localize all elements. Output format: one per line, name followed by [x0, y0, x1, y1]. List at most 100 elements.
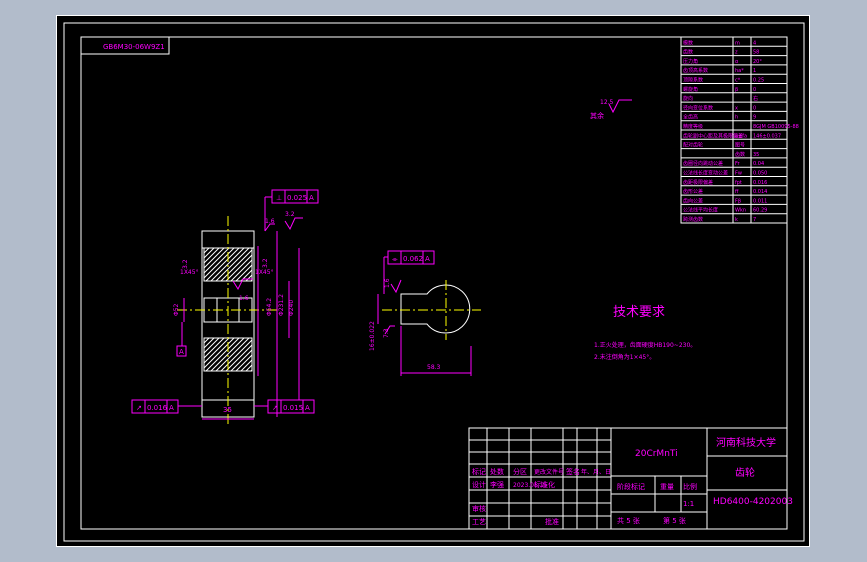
tech-req-item-2: 2.未注倒角为1×45°。 — [594, 353, 655, 361]
param-value: 35 — [753, 152, 759, 158]
svg-text:↗: ↗ — [136, 404, 142, 412]
svg-text:标记: 标记 — [472, 467, 486, 476]
svg-text:A: A — [425, 255, 430, 263]
svg-text:工艺: 工艺 — [472, 518, 486, 526]
svg-text:0.016: 0.016 — [147, 404, 168, 412]
svg-text:设计: 设计 — [472, 480, 486, 489]
svg-text:↗: ↗ — [272, 404, 278, 412]
param-value: 0.050 — [753, 171, 767, 177]
param-label: 配对齿轮 — [683, 142, 703, 149]
svg-text:16±0.022: 16±0.022 — [369, 321, 376, 351]
param-symbol: h — [735, 115, 738, 121]
param-value: 8GJM GB10095-88 — [753, 124, 799, 130]
svg-text:其余: 其余 — [590, 111, 604, 120]
svg-text:58.3: 58.3 — [427, 364, 441, 371]
param-symbol: 齿数 — [735, 151, 745, 158]
svg-text:3.2: 3.2 — [285, 211, 295, 218]
param-label: 精度等级 — [683, 123, 703, 130]
param-label: 螺旋角 — [683, 86, 698, 93]
param-label: 径向变位系数 — [683, 104, 713, 111]
svg-text:A: A — [179, 348, 184, 356]
drawing-id-box — [80, 36, 170, 55]
param-value: 60.29 — [753, 208, 767, 214]
param-label: 全齿高 — [683, 114, 698, 121]
param-symbol: fpt — [735, 180, 742, 186]
param-value: 1 — [753, 68, 756, 74]
param-symbol: β — [735, 87, 738, 93]
param-label: 公法线平均长度 — [683, 207, 718, 214]
param-value: 9 — [753, 115, 756, 121]
svg-text:第 5 张: 第 5 张 — [663, 516, 686, 525]
outer-frame — [63, 22, 805, 542]
param-symbol: Fβ — [735, 198, 741, 204]
svg-text:A: A — [309, 194, 314, 202]
param-value: 0 — [753, 105, 756, 111]
svg-text:7.3: 7.3 — [383, 328, 390, 338]
svg-text:李强: 李强 — [490, 480, 504, 489]
svg-text:分区: 分区 — [513, 467, 527, 476]
svg-text:比例: 比例 — [683, 482, 697, 491]
svg-text:1.6: 1.6 — [265, 218, 275, 225]
param-value: 0.016 — [753, 180, 767, 186]
param-symbol: z — [735, 50, 738, 56]
svg-text:签名: 签名 — [566, 467, 580, 476]
svg-text:0.062: 0.062 — [403, 255, 423, 263]
param-label: 旋向 — [683, 95, 693, 102]
param-label: 齿轮副中心距及其极限偏差 — [683, 132, 743, 139]
param-value: 4 — [753, 40, 756, 46]
svg-text:批准: 批准 — [545, 517, 559, 526]
param-symbol: m — [735, 40, 740, 46]
param-label: 齿顶高系数 — [683, 67, 708, 74]
param-label: 齿向公差 — [683, 197, 703, 204]
param-value: 146±0.037 — [753, 133, 781, 139]
svg-text:Φ54.2: Φ54.2 — [266, 298, 273, 316]
title-block: 20CrMnTi 河南科技大学 齿轮 HD6400-4202003 阶段标记 重… — [468, 427, 793, 530]
svg-text:审核: 审核 — [472, 504, 486, 513]
param-symbol: a±fa — [735, 133, 747, 139]
param-label: 模数 — [683, 39, 693, 46]
param-value: 0.014 — [753, 189, 767, 195]
param-label: 公法线长度变动公差 — [683, 170, 728, 177]
svg-text:0.015: 0.015 — [283, 404, 303, 412]
param-symbol: ff — [735, 189, 739, 195]
param-label: 压力角 — [683, 58, 698, 65]
svg-text:处数: 处数 — [490, 467, 504, 476]
svg-text:12.5: 12.5 — [600, 99, 614, 106]
svg-text:3.2: 3.2 — [262, 258, 269, 268]
param-value: 0.011 — [753, 198, 767, 204]
param-symbol: α — [735, 59, 739, 65]
param-symbol: ha* — [735, 68, 744, 74]
param-symbol: x — [735, 105, 738, 111]
technical-requirements: 技术要求 1.正火处理，齿面硬度HB190~230。 2.未注倒角为1×45°。 — [594, 305, 696, 361]
drawing-id-text: GB6M30-06W9Z1 — [103, 43, 165, 51]
svg-text:标准化: 标准化 — [534, 480, 555, 489]
param-value: 0.25 — [753, 78, 764, 84]
param-value: 右 — [753, 95, 758, 102]
param-value: 0 — [753, 87, 756, 93]
svg-text:A: A — [169, 404, 174, 412]
svg-text:1.6: 1.6 — [384, 278, 391, 288]
width-dim: 35 — [223, 406, 232, 414]
material-text: 20CrMnTi — [635, 449, 678, 459]
svg-text:0.025: 0.025 — [287, 194, 307, 202]
university-text: 河南科技大学 — [716, 436, 776, 449]
svg-text:2023.05.15: 2023.05.15 — [513, 482, 548, 489]
param-label: 齿距极限偏差 — [683, 179, 713, 186]
tech-req-title: 技术要求 — [613, 305, 665, 320]
gear-side-section-view: 35 ⊥ 0.025 A ↗ 0.016 A ↗ 0.015 A A — [131, 189, 319, 426]
param-label: 齿数 — [683, 49, 693, 56]
svg-text:A: A — [305, 404, 310, 412]
tech-req-item-1: 1.正火处理，齿面硬度HB190~230。 — [594, 341, 696, 349]
svg-text:1:1: 1:1 — [683, 500, 694, 508]
param-symbol: Fr — [735, 161, 741, 167]
surface-finish-note: 12.5 其余 — [590, 99, 632, 120]
svg-text:更改文件号: 更改文件号 — [534, 468, 564, 476]
svg-text:⌯: ⌯ — [392, 255, 398, 263]
bore-keyway-view: ⌯ 0.062 A 1.6 7.3 16±0.022 58.3 — [369, 250, 481, 376]
param-value: 58 — [753, 50, 759, 56]
svg-text:3.2: 3.2 — [182, 259, 189, 269]
svg-text:阶段标记: 阶段标记 — [617, 482, 645, 491]
svg-text:1.6: 1.6 — [239, 295, 249, 302]
